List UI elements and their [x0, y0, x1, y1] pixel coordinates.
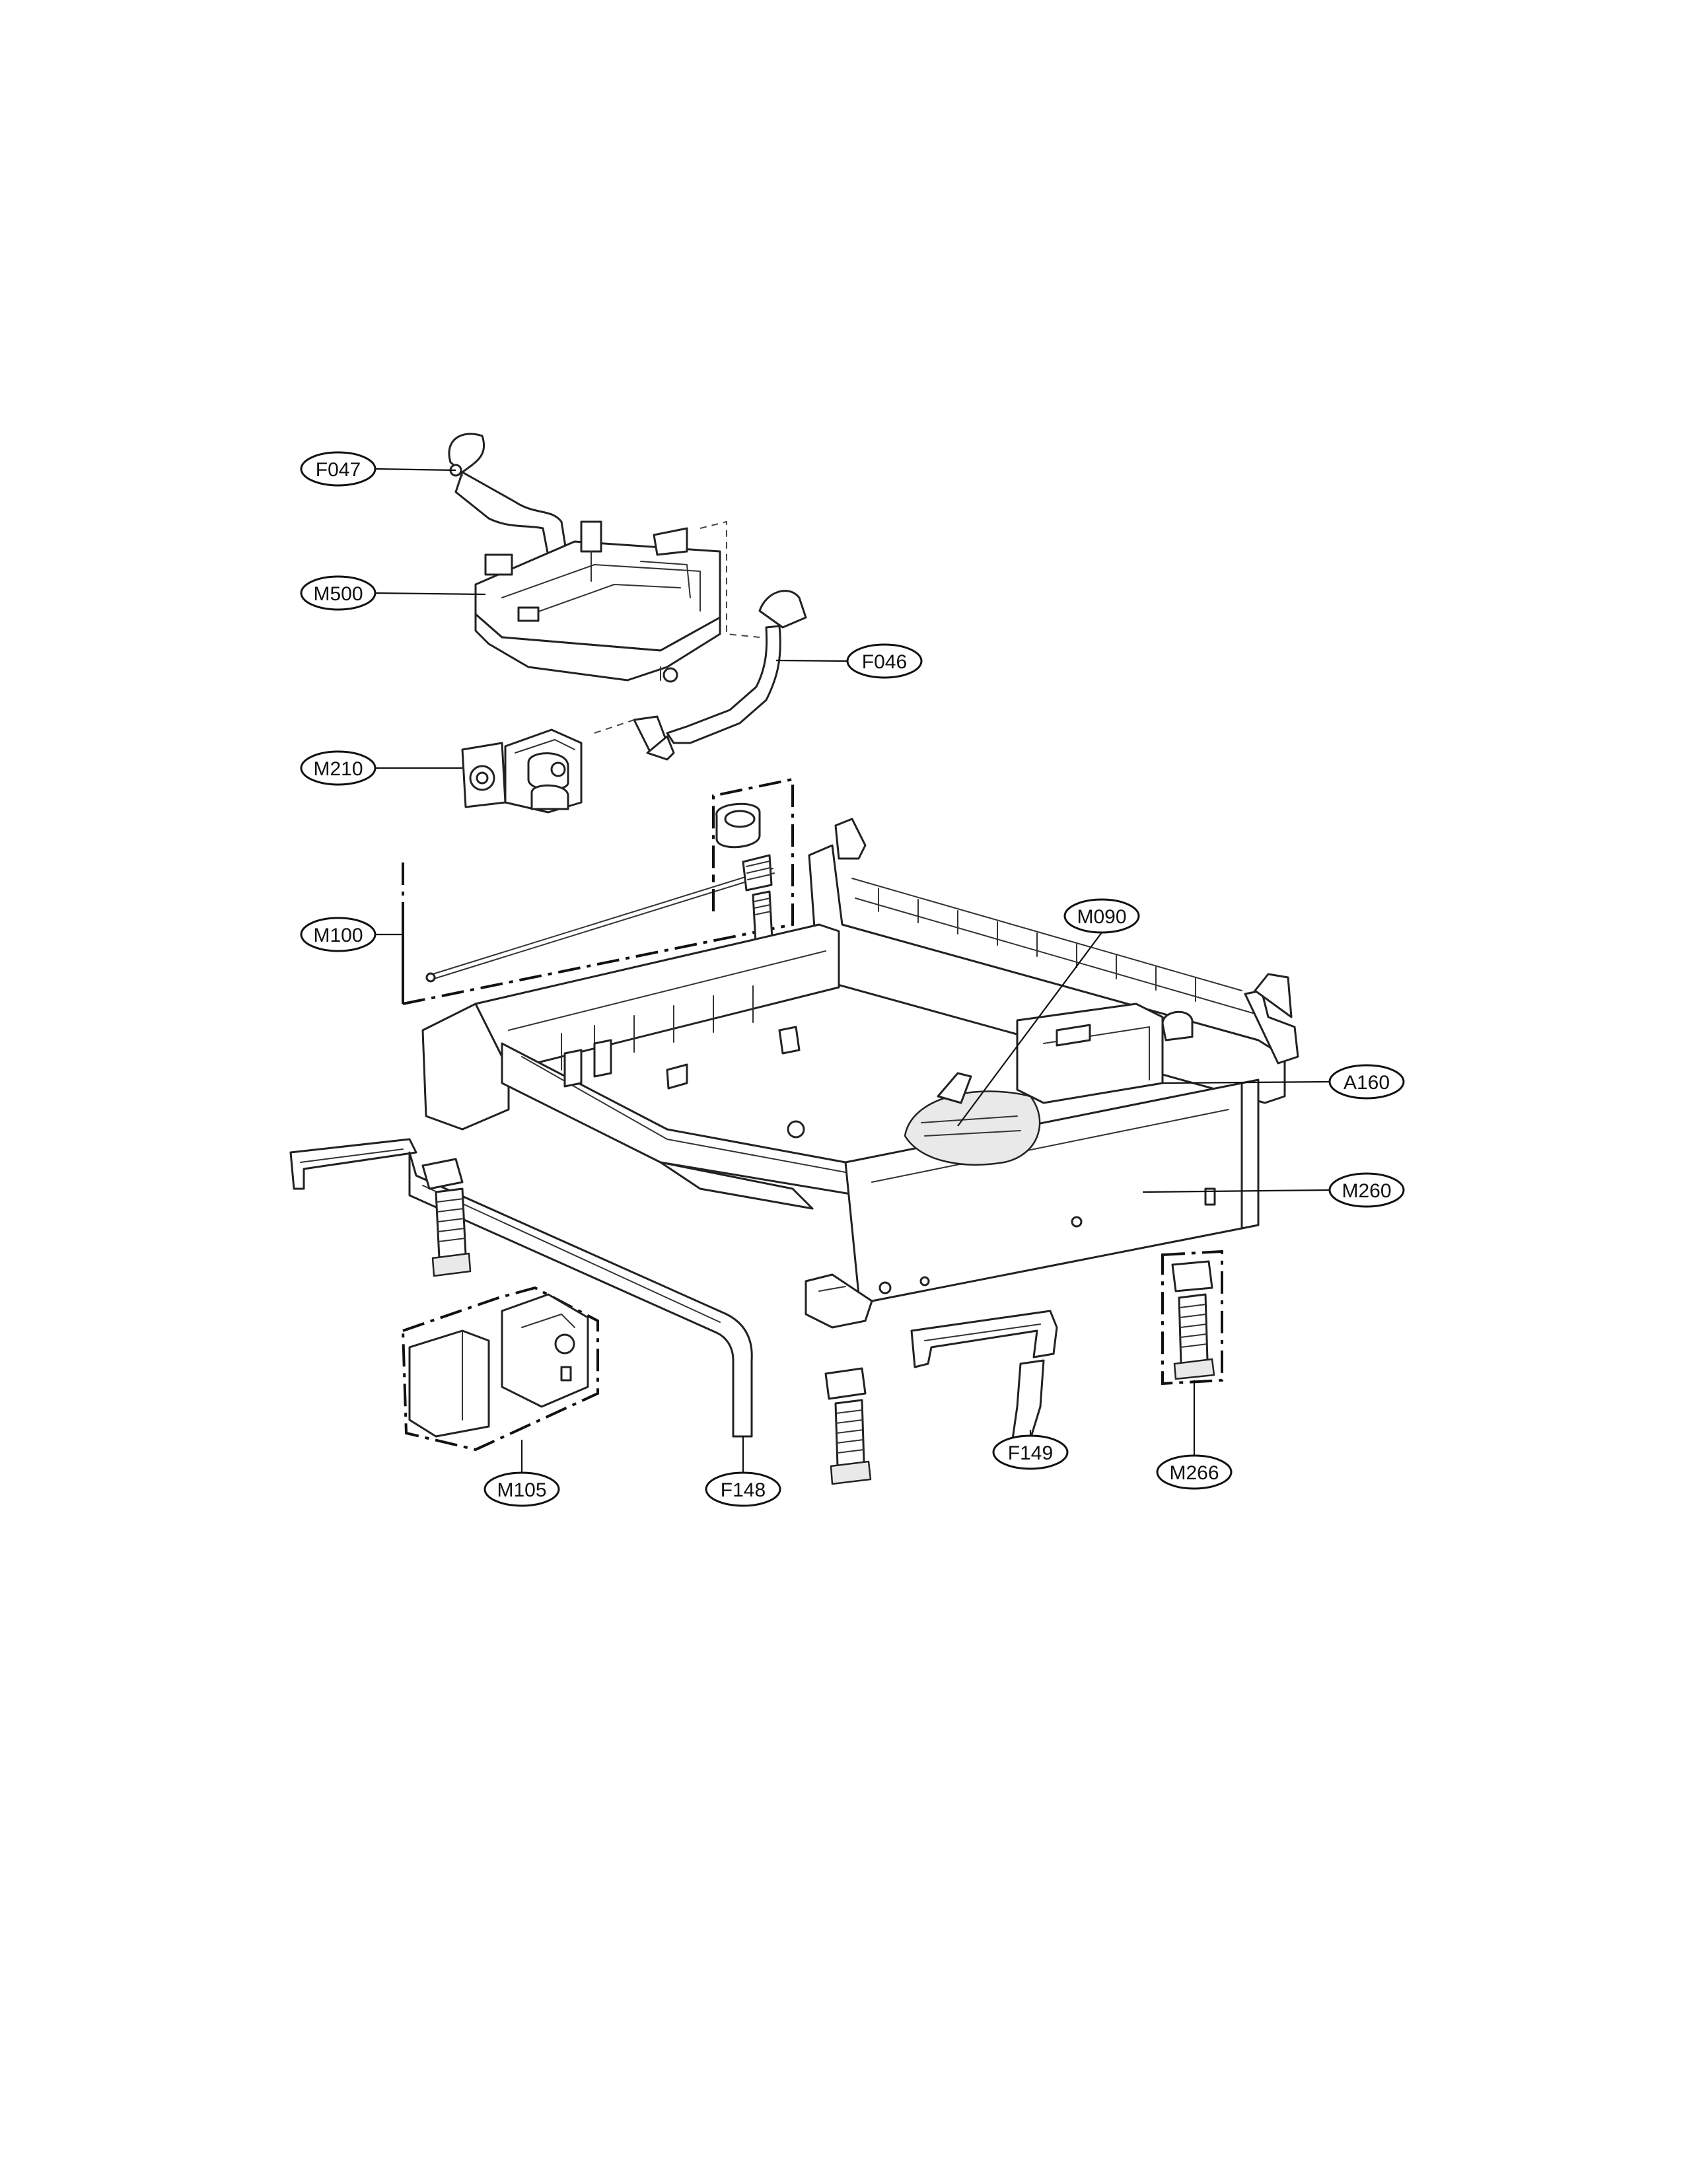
callout-a160[interactable]: A160 — [1328, 1064, 1405, 1100]
junction-box-m105 — [401, 1286, 599, 1452]
callout-label: M090 — [1077, 906, 1126, 928]
hose-f149 — [910, 1310, 1058, 1454]
callout-f149[interactable]: F149 — [992, 1434, 1069, 1470]
callout-label: F149 — [1008, 1442, 1053, 1464]
kit-m100 — [402, 777, 794, 1006]
callout-m090[interactable]: M090 — [1063, 898, 1140, 934]
water-valve-m210 — [461, 728, 583, 814]
callout-m500[interactable]: M500 — [300, 575, 376, 611]
callout-m260[interactable]: M260 — [1328, 1172, 1405, 1208]
base-frame-m260 — [421, 818, 1299, 1329]
leader-lines — [375, 468, 1330, 1473]
callout-m266[interactable]: M266 — [1156, 1454, 1233, 1490]
callout-label: M100 — [313, 925, 363, 946]
hose-f148 — [289, 1138, 753, 1438]
tub-assembly-m500 — [474, 520, 760, 683]
callout-m210[interactable]: M210 — [300, 750, 376, 786]
leveling-foot-center — [824, 1367, 872, 1485]
callout-label: A160 — [1344, 1072, 1390, 1094]
callout-f046[interactable]: F046 — [846, 643, 923, 679]
callout-f148[interactable]: F148 — [705, 1471, 781, 1507]
callout-label: M260 — [1342, 1180, 1391, 1202]
hose-f046 — [594, 590, 807, 761]
leveling-foot-left — [421, 1158, 472, 1277]
callout-label: M210 — [313, 758, 363, 780]
leveling-foot-kit-m266 — [1161, 1250, 1223, 1386]
callout-m105[interactable]: M105 — [484, 1471, 560, 1507]
callout-label: M105 — [497, 1479, 546, 1501]
callout-label: M500 — [313, 583, 363, 605]
callout-f047[interactable]: F047 — [300, 451, 376, 487]
callout-label: M266 — [1169, 1462, 1219, 1484]
callout-m100[interactable]: M100 — [300, 917, 376, 952]
callout-label: F047 — [316, 459, 361, 481]
hose-f047 — [448, 433, 568, 557]
callout-label: F148 — [721, 1479, 766, 1501]
callout-label: F046 — [862, 651, 907, 673]
